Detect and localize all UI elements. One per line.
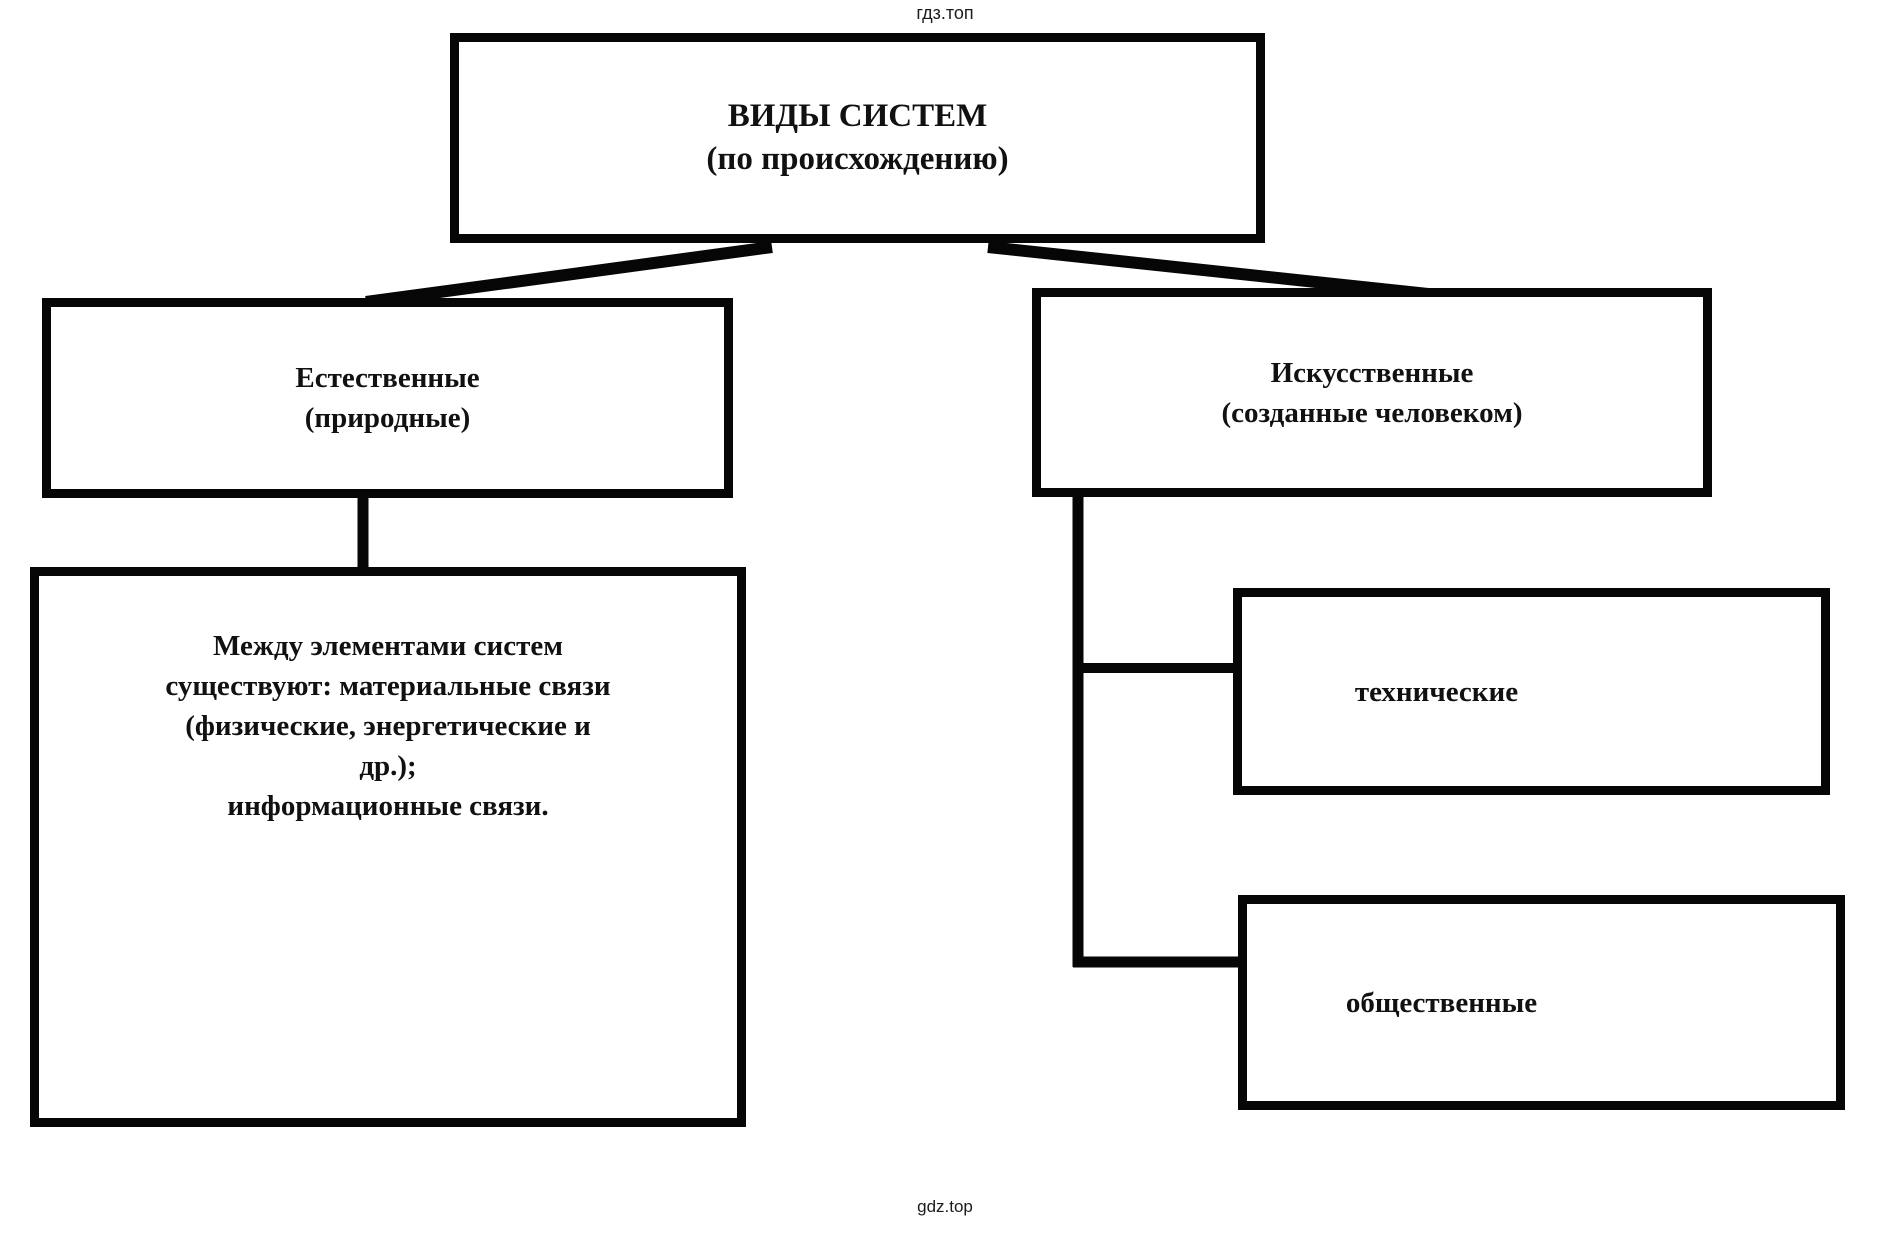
node-artificial-systems-title: Искусственные [1270,356,1474,389]
node-natural-systems-detail: Между элементами систем существуют: мате… [30,567,746,1127]
detail-line: существуют: материальные связи [165,670,611,702]
detail-line: Между элементами систем [213,630,563,662]
node-social-systems-label: общественные [1345,986,1538,1019]
node-natural-systems: Естественные (природные) [42,298,733,498]
detail-line: др.); [359,750,417,782]
node-natural-systems-title: Естественные [295,362,480,394]
node-artificial-systems: Искусственные (созданные человеком) [1032,288,1712,497]
watermark-bottom: gdz.top [917,1197,973,1216]
node-natural-systems-subtitle: (природные) [304,402,471,434]
detail-line: информационные связи. [227,790,549,822]
detail-line: (физические, энергетические и [185,710,591,742]
node-types-of-systems: ВИДЫ СИСТЕМ (по происхождению) [450,33,1265,243]
watermark-top: гдз.топ [916,3,974,23]
node-types-of-systems-title: ВИДЫ СИСТЕМ [727,98,988,134]
node-technical-systems: технические [1233,588,1830,795]
node-technical-systems-label: технические [1354,675,1519,708]
edge-root-to-natural [365,241,773,308]
node-types-of-systems-subtitle: (по происхождению) [706,141,1009,177]
node-artificial-systems-subtitle: (созданные человеком) [1221,396,1523,429]
node-social-systems: общественные [1238,895,1845,1110]
